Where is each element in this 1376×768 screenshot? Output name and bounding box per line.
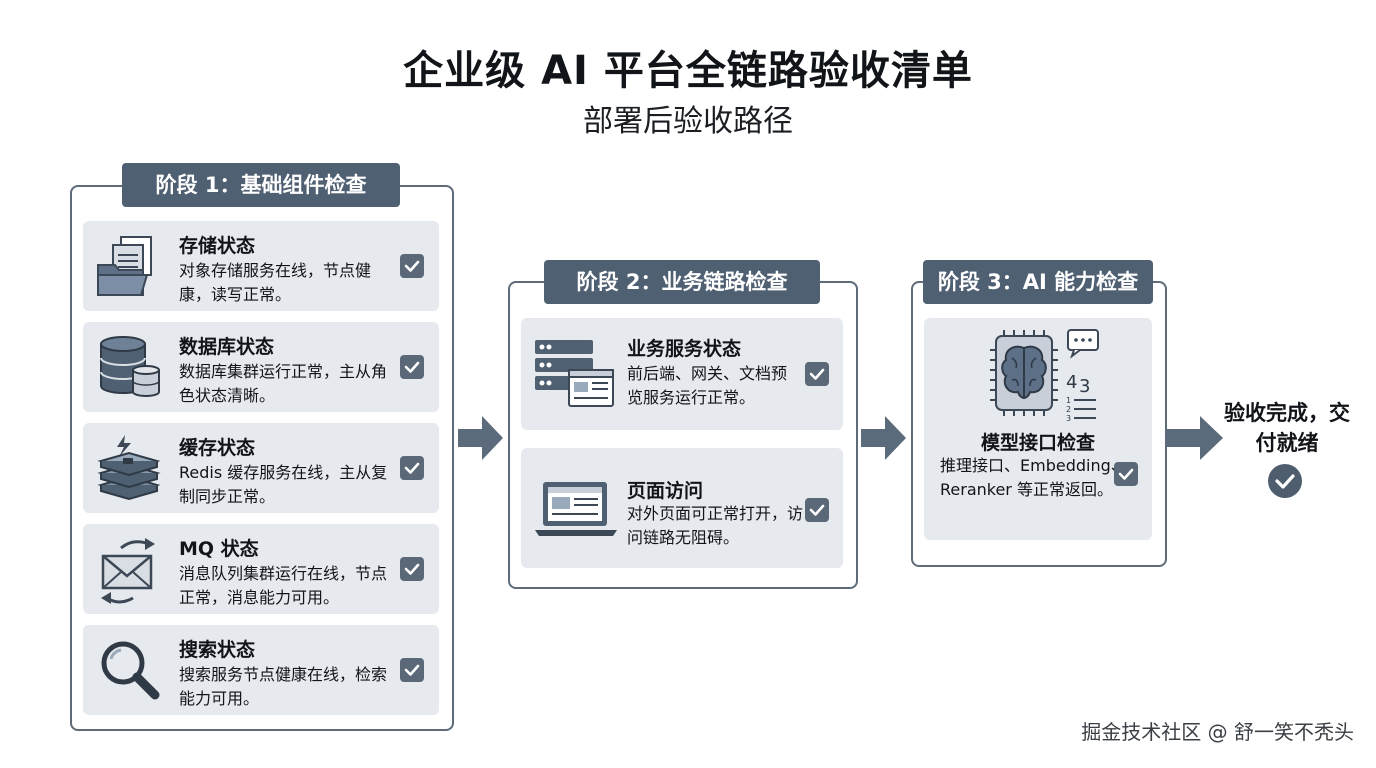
model-api-title: 模型接口检查 — [980, 432, 1095, 454]
search-check-icon[interactable] — [400, 658, 424, 682]
search-status-desc: 搜索服务节点健康在线，检索能力可用。 — [179, 665, 388, 708]
arrow-stage3-to-final-icon — [1166, 414, 1224, 466]
watermark: 掘金技术社区 @ 舒一笑不秃头 — [1081, 720, 1354, 744]
page-access-check-icon[interactable] — [805, 498, 829, 522]
arrow-stage2-to-stage3-icon — [861, 414, 907, 466]
message-envelope-icon — [99, 534, 161, 612]
business-service-title: 业务服务状态 — [627, 338, 742, 360]
page-access-desc: 对外页面可正常打开，访问链路无阻碍。 — [627, 504, 804, 547]
model-api-desc: 推理接口、Embedding、Reranker 等正常返回。 — [940, 456, 1127, 499]
arrow-stage1-to-stage2-icon — [458, 414, 504, 466]
svg-text:3: 3 — [1066, 414, 1071, 423]
cache-status-desc: Redis 缓存服务在线，主从复制同步正常。 — [179, 463, 388, 506]
mq-status-desc: 消息队列集群运行在线，节点正常，消息能力可用。 — [179, 564, 388, 607]
cache-check-icon[interactable] — [400, 456, 424, 480]
business-service-check-icon[interactable] — [805, 362, 829, 386]
mq-status-card: MQ 状态 消息队列集群运行在线，节点正常，消息能力可用。 — [83, 524, 439, 614]
business-service-card: 业务服务状态 前后端、网关、文档预览服务运行正常。 — [521, 318, 843, 430]
database-icon — [97, 336, 163, 404]
page-access-title: 页面访问 — [627, 480, 704, 502]
svg-text:1: 1 — [1066, 396, 1071, 405]
laptop-icon — [533, 478, 619, 546]
page-title: 企业级 AI 平台全链路验收清单 — [403, 48, 973, 94]
svg-text:3: 3 — [1079, 376, 1090, 397]
mq-status-title: MQ 状态 — [179, 538, 259, 560]
database-status-desc: 数据库集群运行正常，主从角色状态清晰。 — [179, 362, 388, 405]
search-status-title: 搜索状态 — [179, 639, 256, 661]
stage-2-heading: 阶段 2：业务链路检查 — [544, 260, 820, 304]
cache-status-card: 缓存状态 Redis 缓存服务在线，主从复制同步正常。 — [83, 423, 439, 513]
server-window-icon — [533, 336, 615, 414]
page-subtitle: 部署后验收路径 — [583, 104, 793, 139]
page-access-card: 页面访问 对外页面可正常打开，访问链路无阻碍。 — [521, 448, 843, 568]
documents-folder-icon — [95, 233, 157, 303]
ai-chip-brain-icon: 4 3 1 2 3 — [986, 328, 1104, 428]
database-check-icon[interactable] — [400, 355, 424, 379]
storage-status-card: 存储状态 对象存储服务在线，节点健康，读写正常。 — [83, 221, 439, 311]
stage-3-heading: 阶段 3：AI 能力检查 — [923, 260, 1153, 304]
stage-1-heading: 阶段 1：基础组件检查 — [122, 163, 400, 207]
database-status-title: 数据库状态 — [179, 336, 275, 358]
final-status-label: 验收完成，交付就绪 — [1224, 401, 1350, 455]
storage-status-desc: 对象存储服务在线，节点健康，读写正常。 — [179, 261, 372, 304]
cache-stack-icon — [97, 433, 161, 507]
mq-check-icon[interactable] — [400, 557, 424, 581]
cache-status-title: 缓存状态 — [179, 437, 256, 459]
storage-check-icon[interactable] — [400, 254, 424, 278]
search-status-card: 搜索状态 搜索服务节点健康在线，检索能力可用。 — [83, 625, 439, 715]
svg-text:4: 4 — [1066, 372, 1077, 393]
business-service-desc: 前后端、网关、文档预览服务运行正常。 — [627, 364, 788, 407]
check-circle-icon — [1268, 464, 1302, 498]
svg-text:2: 2 — [1066, 405, 1071, 414]
database-status-card: 数据库状态 数据库集群运行正常，主从角色状态清晰。 — [83, 322, 439, 412]
model-api-card: 4 3 1 2 3 模型接口检查 推理接口、Embedding、Reranker… — [924, 318, 1152, 540]
model-api-check-icon[interactable] — [1114, 462, 1138, 486]
magnifier-icon — [99, 639, 161, 705]
storage-status-title: 存储状态 — [179, 235, 256, 257]
